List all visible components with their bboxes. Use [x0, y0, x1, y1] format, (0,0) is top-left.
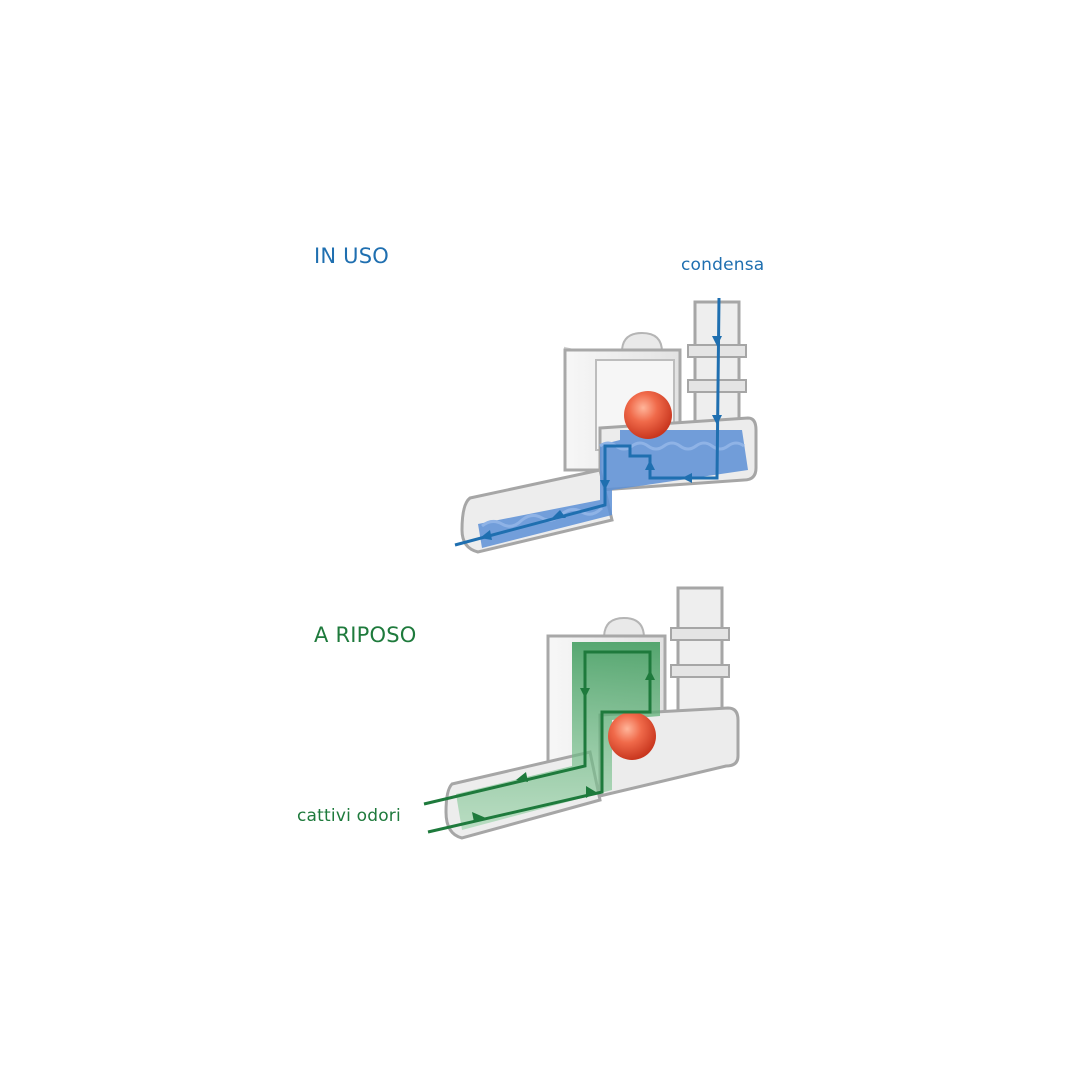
flow-arrow-icon — [600, 480, 610, 490]
flow-arrow-icon — [516, 772, 528, 782]
in-use-title: IN USO — [314, 244, 390, 268]
flow-arrow-icon — [472, 812, 486, 822]
water-wave — [599, 441, 745, 451]
float-ball-icon — [624, 391, 672, 439]
pipe-ring — [670, 664, 730, 678]
flow-arrow-icon — [645, 460, 655, 470]
flow-arrow-icon — [580, 688, 590, 698]
flow-arrow-icon — [645, 670, 655, 680]
flow-arrow-icon — [712, 415, 722, 425]
condensate-label: condensa — [681, 255, 765, 275]
odor-flow-path — [423, 650, 652, 806]
flow-arrow-icon — [586, 786, 596, 798]
dome-cap — [620, 331, 664, 353]
float-ball-icon — [608, 712, 656, 760]
flow-arrow-icon — [480, 530, 492, 540]
in-use-diagram — [454, 297, 758, 554]
bad-odors-label: cattivi odori — [297, 806, 401, 826]
at-rest-title: A RIPOSO — [314, 623, 417, 647]
odor-flow-path — [427, 676, 652, 834]
flow-arrow-icon — [552, 510, 566, 518]
dome-cap — [602, 616, 646, 639]
flow-arrow-icon — [682, 473, 692, 483]
inlet-pipe — [676, 586, 724, 730]
pipe-ring — [670, 627, 730, 641]
at-rest-diagram — [423, 586, 740, 840]
flow-arrow-icon — [712, 336, 722, 346]
